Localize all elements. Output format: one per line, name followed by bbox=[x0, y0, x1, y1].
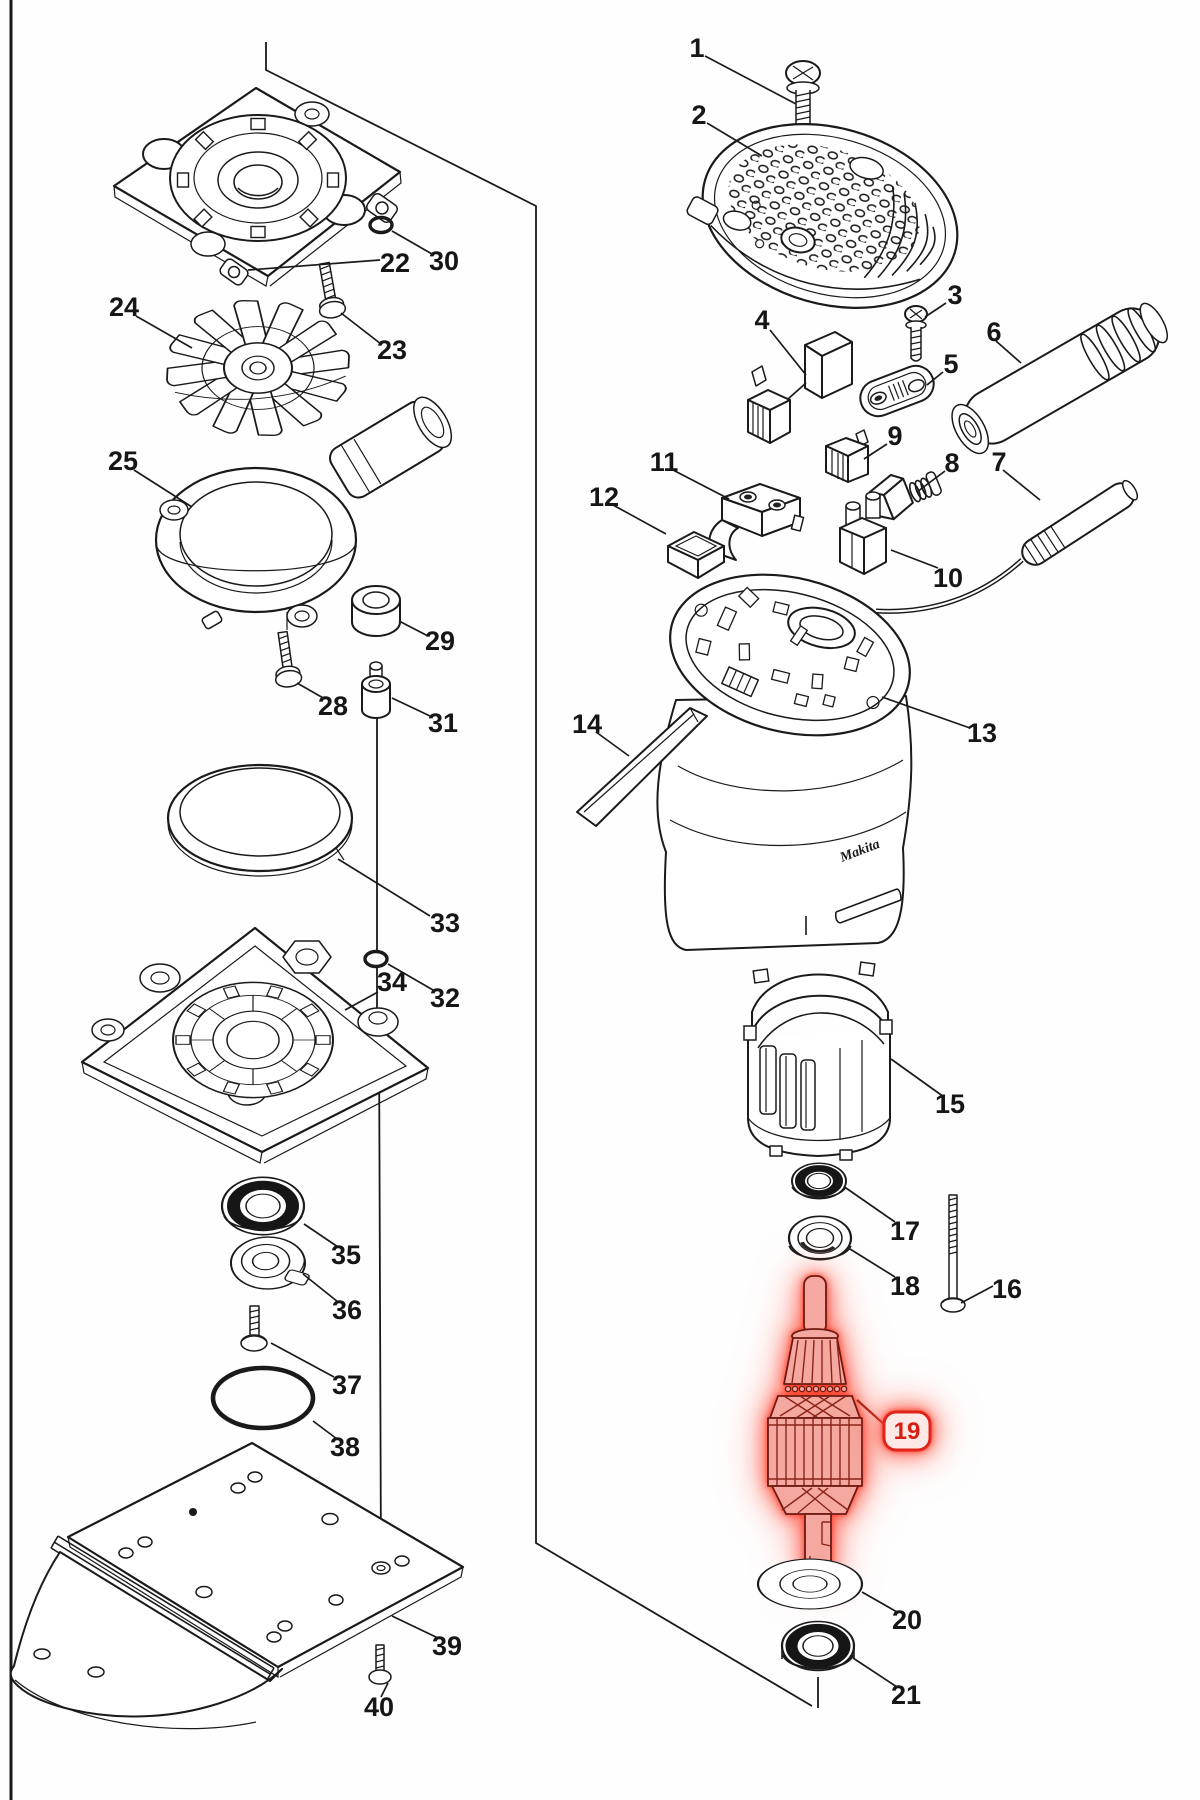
part-9-switch-block-drawing bbox=[825, 429, 869, 483]
part-label-29: 29 bbox=[425, 626, 455, 656]
part-12-slider-drawing bbox=[667, 531, 725, 579]
part-label-23: 23 bbox=[377, 335, 407, 365]
part-22-bearing-box-drawing bbox=[112, 86, 402, 287]
part-15-field-drawing bbox=[743, 961, 893, 1161]
part-3-screw-drawing bbox=[904, 305, 928, 362]
part-label-39: 39 bbox=[432, 1631, 462, 1661]
part-7-cord-drawing bbox=[875, 479, 1139, 614]
part-label-25: 25 bbox=[108, 446, 138, 476]
part-25-housing-ring-drawing bbox=[154, 396, 453, 630]
part-label-31: 31 bbox=[428, 708, 458, 738]
part-label-36: 36 bbox=[332, 1295, 362, 1325]
part-17-bearing-drawing bbox=[791, 1162, 847, 1200]
part-14-wedge-drawing bbox=[576, 707, 708, 827]
part-label-6: 6 bbox=[986, 317, 1001, 347]
part-13-housing-drawing: Makita bbox=[656, 573, 913, 951]
part-20-washer-drawing bbox=[756, 1558, 864, 1610]
part-32-oring-drawing bbox=[363, 949, 389, 969]
part-18-bearing-drawing bbox=[787, 1215, 853, 1261]
part-label-10: 10 bbox=[933, 563, 963, 593]
part-label-34: 34 bbox=[377, 967, 407, 997]
part-4-capacitor-drawing bbox=[747, 331, 853, 444]
part-33-ring-drawing bbox=[166, 763, 354, 877]
part-8-brush-holder-drawing bbox=[868, 471, 942, 521]
part-label-38: 38 bbox=[330, 1432, 360, 1462]
part-label-7: 7 bbox=[991, 447, 1006, 477]
part-label-11: 11 bbox=[650, 447, 679, 477]
part-23-screw-drawing bbox=[318, 261, 347, 319]
part-label-4: 4 bbox=[754, 305, 769, 335]
part-label-30: 30 bbox=[429, 246, 459, 276]
part-label-21: 21 bbox=[891, 1680, 921, 1710]
leader-lines bbox=[133, 55, 1041, 1698]
part-label-24: 24 bbox=[109, 292, 139, 322]
part-28-screw-drawing bbox=[274, 630, 303, 688]
part-40-screw-drawing bbox=[368, 1644, 392, 1685]
part-label-35: 35 bbox=[331, 1240, 361, 1270]
part-31-pin-drawing bbox=[361, 661, 391, 719]
part-24-fan-drawing bbox=[164, 298, 352, 438]
part-10-terminal-block-drawing bbox=[839, 491, 887, 575]
part-35-bearing-drawing bbox=[220, 1176, 306, 1236]
part-label-8: 8 bbox=[944, 448, 959, 478]
part-label-9: 9 bbox=[887, 421, 902, 451]
part-label-37: 37 bbox=[332, 1370, 362, 1400]
part-label-16: 16 bbox=[992, 1274, 1022, 1304]
part-16-screw-drawing bbox=[940, 1194, 966, 1313]
part-1-screw-drawing bbox=[785, 60, 821, 129]
part-label-15: 15 bbox=[935, 1089, 965, 1119]
part-label-2: 2 bbox=[691, 100, 706, 130]
part-label-17: 17 bbox=[890, 1216, 920, 1246]
part-19-badge[interactable]: 19 bbox=[882, 1410, 932, 1452]
part-label-20: 20 bbox=[892, 1605, 922, 1635]
part-label-13: 13 bbox=[967, 718, 997, 748]
part-39-base-drawing bbox=[9, 1441, 465, 1730]
part-label-1: 1 bbox=[689, 33, 704, 63]
part-30-oring-drawing bbox=[368, 215, 394, 235]
part-label-22: 22 bbox=[380, 248, 410, 278]
part-label-32: 32 bbox=[430, 983, 460, 1013]
part-label-40: 40 bbox=[364, 1692, 394, 1722]
part-5-cord-clamp-drawing bbox=[859, 364, 935, 418]
part-label-3: 3 bbox=[947, 280, 962, 310]
part-19-badge-label: 19 bbox=[894, 1418, 921, 1445]
part-34-plate-drawing bbox=[80, 926, 430, 1164]
part-29-sleeve-drawing bbox=[351, 585, 401, 637]
leader-line-part-19 bbox=[856, 1399, 887, 1427]
part-38-oring-drawing bbox=[210, 1365, 316, 1431]
part-6-handle-drawing bbox=[951, 302, 1169, 455]
part-19-armature-highlighted[interactable] bbox=[767, 1275, 863, 1583]
part-label-12: 12 bbox=[589, 482, 619, 512]
part-label-33: 33 bbox=[430, 908, 460, 938]
part-36-balancer-drawing bbox=[230, 1236, 310, 1290]
assembly-axis-lines bbox=[265, 42, 819, 1708]
part-label-14: 14 bbox=[572, 709, 602, 739]
part-2-cover-drawing bbox=[686, 123, 959, 309]
part-label-28: 28 bbox=[318, 691, 348, 721]
part-label-5: 5 bbox=[943, 349, 958, 379]
part-label-18: 18 bbox=[890, 1271, 920, 1301]
part-21-bearing-drawing bbox=[780, 1620, 856, 1672]
part-37-screw-drawing bbox=[240, 1305, 268, 1352]
